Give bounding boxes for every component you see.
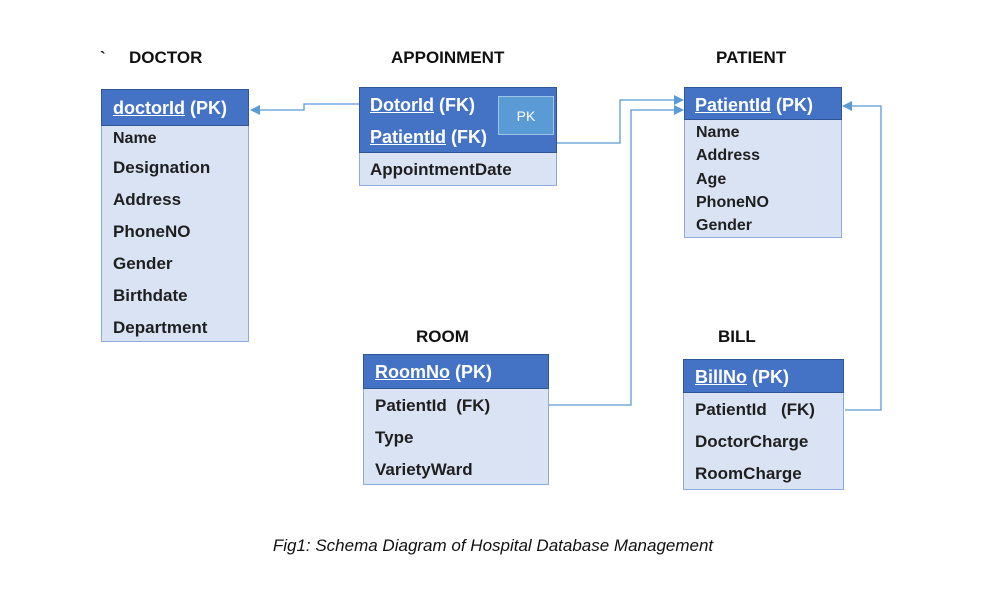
appointment-field: AppointmentDate (370, 160, 512, 179)
doctor-field: Gender (113, 254, 173, 273)
patient-primary-key: PatientId (PK) (695, 96, 813, 114)
doctor-key-tag: (PK) (190, 98, 228, 118)
patient-fields: Name Address Age PhoneNO Gender (684, 120, 842, 238)
patient-field: Name (696, 124, 740, 141)
patient-field: Age (696, 171, 727, 188)
room-entity-title: ROOM (416, 327, 469, 346)
doctor-field: Birthdate (113, 286, 188, 305)
bill-field: DoctorCharge (695, 432, 809, 451)
room-key-tag: (PK) (455, 362, 493, 382)
appointment-key-tag: (FK) (451, 127, 488, 147)
patient-key-header: PatientId (PK) (684, 87, 842, 120)
bill-field: RoomCharge (695, 464, 802, 483)
doctor-entity-title: DOCTOR (129, 48, 203, 67)
stray-backtick-mark: ` (100, 48, 106, 67)
patient-field: PhoneNO (696, 194, 769, 211)
appointment-key-name: DotorId (370, 95, 434, 115)
doctor-field: Department (113, 318, 208, 337)
doctor-field: Name (113, 130, 157, 147)
room-entity: RoomNo (PK) PatientId (FK) Type VarietyW… (363, 354, 549, 485)
doctor-primary-key: doctorId (PK) (113, 99, 227, 117)
figure-caption: Fig1: Schema Diagram of Hospital Databas… (272, 536, 714, 555)
doctor-key-header: doctorId (PK) (101, 89, 249, 126)
bill-field: PatientId (FK) (695, 400, 815, 419)
appointment-fields: AppointmentDate (359, 153, 557, 186)
appointment-entity: DotorId (FK) PatientId (FK) PK Appointme… (359, 87, 557, 186)
patient-key-name: PatientId (695, 95, 772, 115)
bill-key-tag: (PK) (752, 367, 790, 387)
appointment-to-doctor-connector (250, 103, 360, 115)
doctor-field: PhoneNO (113, 222, 191, 241)
bill-primary-key: BillNo (PK) (695, 368, 789, 386)
room-field: PatientId (FK) (375, 396, 491, 415)
appointment-key-header: DotorId (FK) PatientId (FK) PK (359, 87, 557, 153)
room-key-name: RoomNo (375, 362, 450, 382)
bill-entity: BillNo (PK) PatientId (FK) DoctorCharge … (683, 359, 844, 490)
bill-to-patient-connector (842, 101, 882, 411)
room-to-patient-connector (549, 105, 684, 406)
doctor-entity: doctorId (PK) Name Designation Address P… (101, 89, 249, 342)
bill-key-header: BillNo (PK) (683, 359, 844, 393)
doctor-key-name: doctorId (113, 98, 185, 118)
doctor-field: Designation (113, 158, 211, 177)
room-field: VarietyWard (375, 460, 473, 479)
composite-pk-badge: PK (498, 96, 554, 135)
room-field: Type (375, 428, 414, 447)
room-primary-key: RoomNo (PK) (375, 363, 492, 381)
patient-entity-title: PATIENT (716, 48, 787, 67)
appointment-foreign-key-doctor: DotorId (FK) (370, 96, 475, 114)
appointment-foreign-key-patient: PatientId (FK) (370, 128, 487, 146)
patient-field: Address (696, 147, 761, 164)
doctor-fields: Name Designation Address PhoneNO Gender … (101, 126, 249, 342)
room-key-header: RoomNo (PK) (363, 354, 549, 389)
appointment-key-name: PatientId (370, 127, 447, 147)
appointment-to-patient-connector (557, 95, 684, 144)
appointment-entity-title: APPOINMENT (391, 48, 505, 67)
bill-entity-title: BILL (718, 327, 756, 346)
patient-field: Gender (696, 217, 753, 234)
room-fields: PatientId (FK) Type VarietyWard (363, 389, 549, 485)
doctor-field: Address (113, 190, 182, 209)
patient-key-tag: (PK) (776, 95, 814, 115)
bill-key-name: BillNo (695, 367, 747, 387)
bill-fields: PatientId (FK) DoctorCharge RoomCharge (683, 393, 844, 490)
appointment-key-tag: (FK) (439, 95, 475, 115)
patient-entity: PatientId (PK) Name Address Age PhoneNO … (684, 87, 842, 238)
